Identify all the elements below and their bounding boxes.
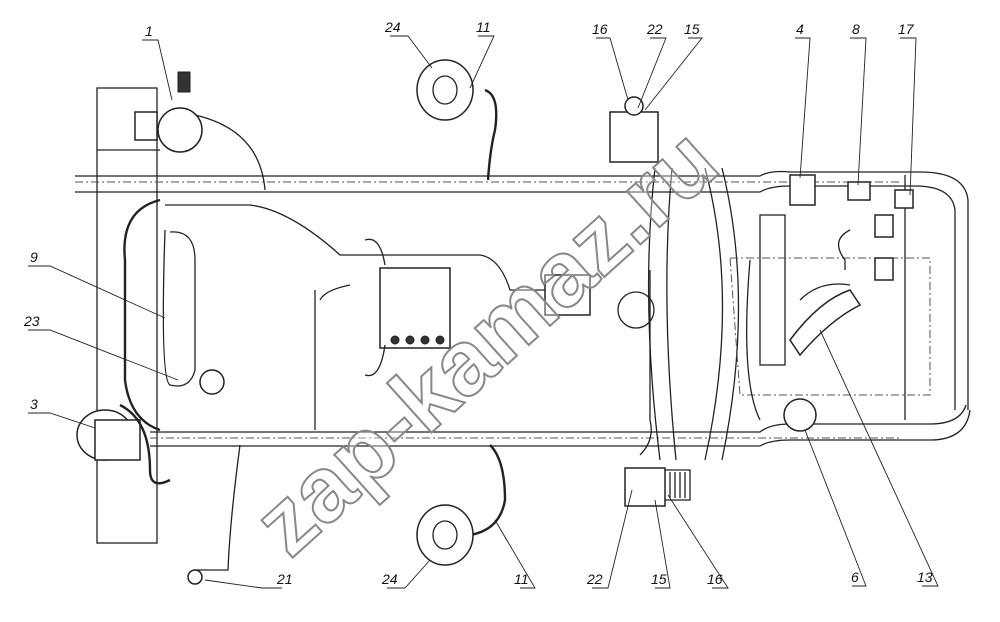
callout-24-top: 24 xyxy=(384,19,401,35)
callout-15-bottom: 15 xyxy=(651,571,667,587)
callout-22-top: 22 xyxy=(646,21,663,37)
brake-chamber-bottom-right xyxy=(624,467,666,507)
brake-chamber-top-right xyxy=(609,111,659,163)
callout-13: 13 xyxy=(917,569,933,585)
control-valve xyxy=(544,274,591,316)
callout-6: 6 xyxy=(851,569,859,585)
callout-leaders xyxy=(28,35,939,589)
spare-wheel-hub xyxy=(617,291,655,329)
connector-21 xyxy=(187,569,203,585)
crossmember xyxy=(647,167,677,461)
pipeline xyxy=(123,198,161,432)
frame-bottom-rail xyxy=(150,404,971,447)
callout-3: 3 xyxy=(30,396,38,412)
callout-23: 23 xyxy=(23,313,40,329)
valve-block xyxy=(379,267,451,349)
hose-13 xyxy=(789,289,862,357)
callout-24-bottom: 24 xyxy=(381,571,398,587)
air-tank-front xyxy=(157,107,203,153)
gauge xyxy=(199,369,225,395)
brake-chamber-bottom-left xyxy=(416,504,474,566)
callout-22-bottom: 22 xyxy=(586,571,603,587)
callout-9: 9 xyxy=(30,249,38,265)
callout-15-top: 15 xyxy=(684,21,700,37)
callout-1: 1 xyxy=(145,23,153,39)
callout-16-top: 16 xyxy=(592,21,608,37)
crossmember-rear xyxy=(759,214,786,366)
callout-16-bottom: 16 xyxy=(707,571,723,587)
valve-4 xyxy=(789,174,816,206)
callout-4: 4 xyxy=(796,21,804,37)
callout-21: 21 xyxy=(276,571,293,587)
callout-8: 8 xyxy=(852,21,860,37)
valve-6 xyxy=(783,398,817,432)
callout-11-top: 11 xyxy=(476,19,491,35)
callout-17: 17 xyxy=(898,21,915,37)
brake-chamber-top-left xyxy=(416,59,474,121)
callouts: 1 24 11 16 22 15 4 8 17 9 23 3 21 24 11 … xyxy=(23,19,933,587)
callout-11-bottom: 11 xyxy=(514,571,529,587)
cab-outline xyxy=(96,87,158,544)
